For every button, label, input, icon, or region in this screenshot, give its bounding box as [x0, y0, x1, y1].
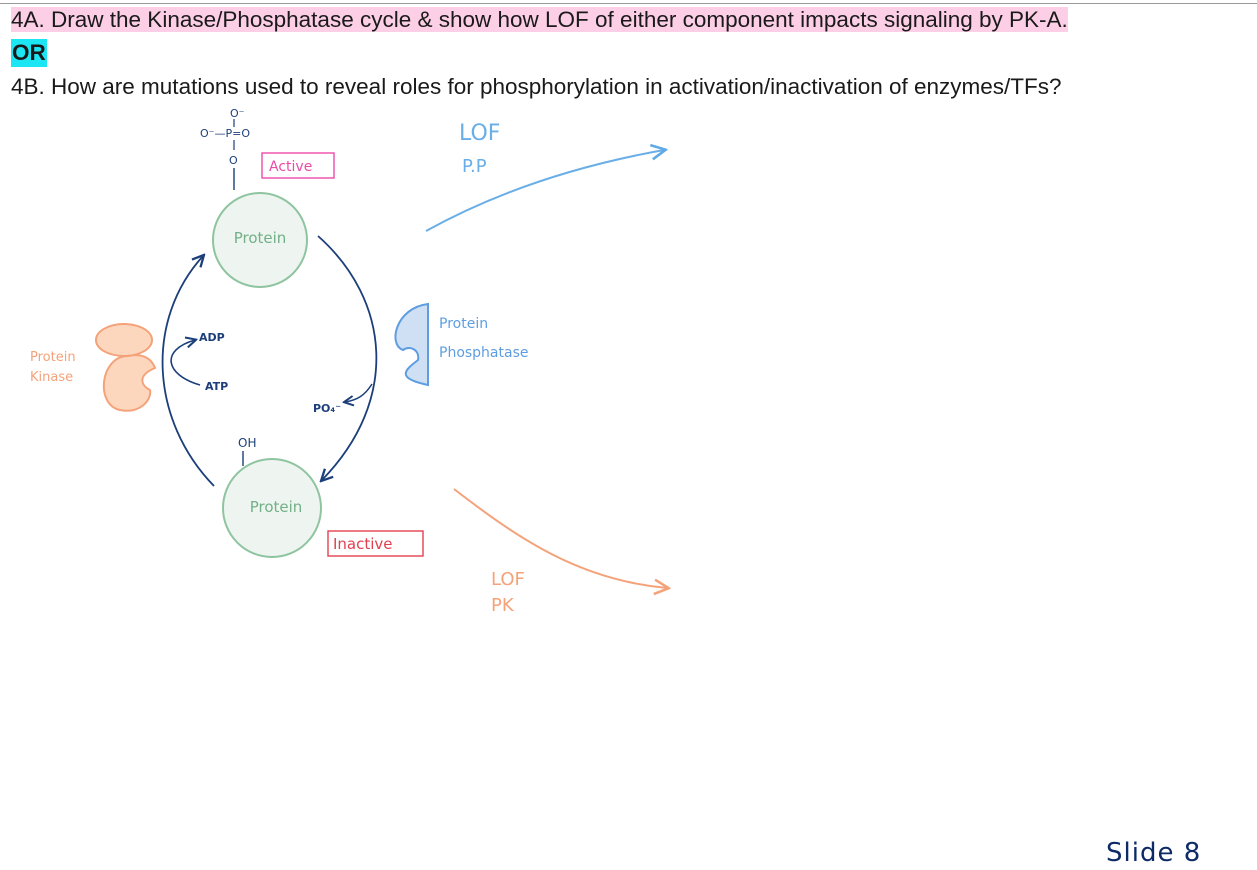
- question-4a: 4A. Draw the Kinase/Phosphatase cycle & …: [11, 6, 1068, 34]
- atp-adp-arrow: [170, 340, 201, 386]
- phosphate-center: O⁻—P=O: [200, 127, 250, 140]
- phosphate-bottom-oxygen: O: [229, 154, 238, 167]
- inactive-label: Inactive: [333, 535, 393, 553]
- inactive-protein-circle: [222, 458, 322, 558]
- kinase-arrow: [161, 256, 215, 487]
- lof-pk-label-line1: LOF: [491, 569, 525, 590]
- phosphatase-label-line2: Phosphatase: [439, 345, 529, 361]
- slide-number: Slide 8: [1106, 838, 1202, 868]
- phosphate-group: O⁻ O⁻—P=O O: [200, 107, 250, 190]
- atp-label: ATP: [205, 380, 228, 393]
- phosphatase-label-line1: Protein: [439, 316, 488, 332]
- lof-pp-label-line1: LOF: [459, 121, 500, 146]
- protein-phosphatase-enzyme: [394, 302, 429, 387]
- lof-pp-label-line2: P.P: [462, 156, 487, 177]
- lof-pp-arrow: [425, 150, 664, 232]
- top-rule: [0, 3, 1257, 4]
- active-protein-label: Protein: [234, 229, 287, 247]
- inactive-label-box: [327, 530, 424, 557]
- adp-label: ADP: [199, 331, 225, 344]
- lof-pk-label-line2: PK: [491, 595, 515, 616]
- po4-release-arrow: [345, 383, 373, 402]
- kinase-label-line1: Protein: [30, 350, 76, 365]
- kinase-lower-lobe: [102, 354, 157, 412]
- or-label: OR: [11, 39, 47, 67]
- inactive-protein-label: Protein: [250, 498, 303, 516]
- kinase-label-line2: Kinase: [30, 370, 73, 385]
- phosphatase-arrow: [317, 235, 378, 480]
- lof-pk-arrow: [453, 488, 667, 588]
- protein-kinase-enzyme: [95, 323, 157, 412]
- active-label-box: [261, 152, 335, 179]
- question-4b: 4B. How are mutations used to reveal rol…: [11, 74, 1062, 99]
- question-4a-text: 4A. Draw the Kinase/Phosphatase cycle & …: [11, 7, 1068, 32]
- hydroxyl-label: OH: [238, 436, 256, 450]
- kinase-upper-lobe: [95, 323, 153, 357]
- active-label: Active: [269, 159, 312, 175]
- active-protein-circle: [212, 192, 308, 288]
- phosphate-top-oxygen: O⁻: [230, 107, 245, 120]
- po4-label: PO₄⁻: [313, 402, 341, 415]
